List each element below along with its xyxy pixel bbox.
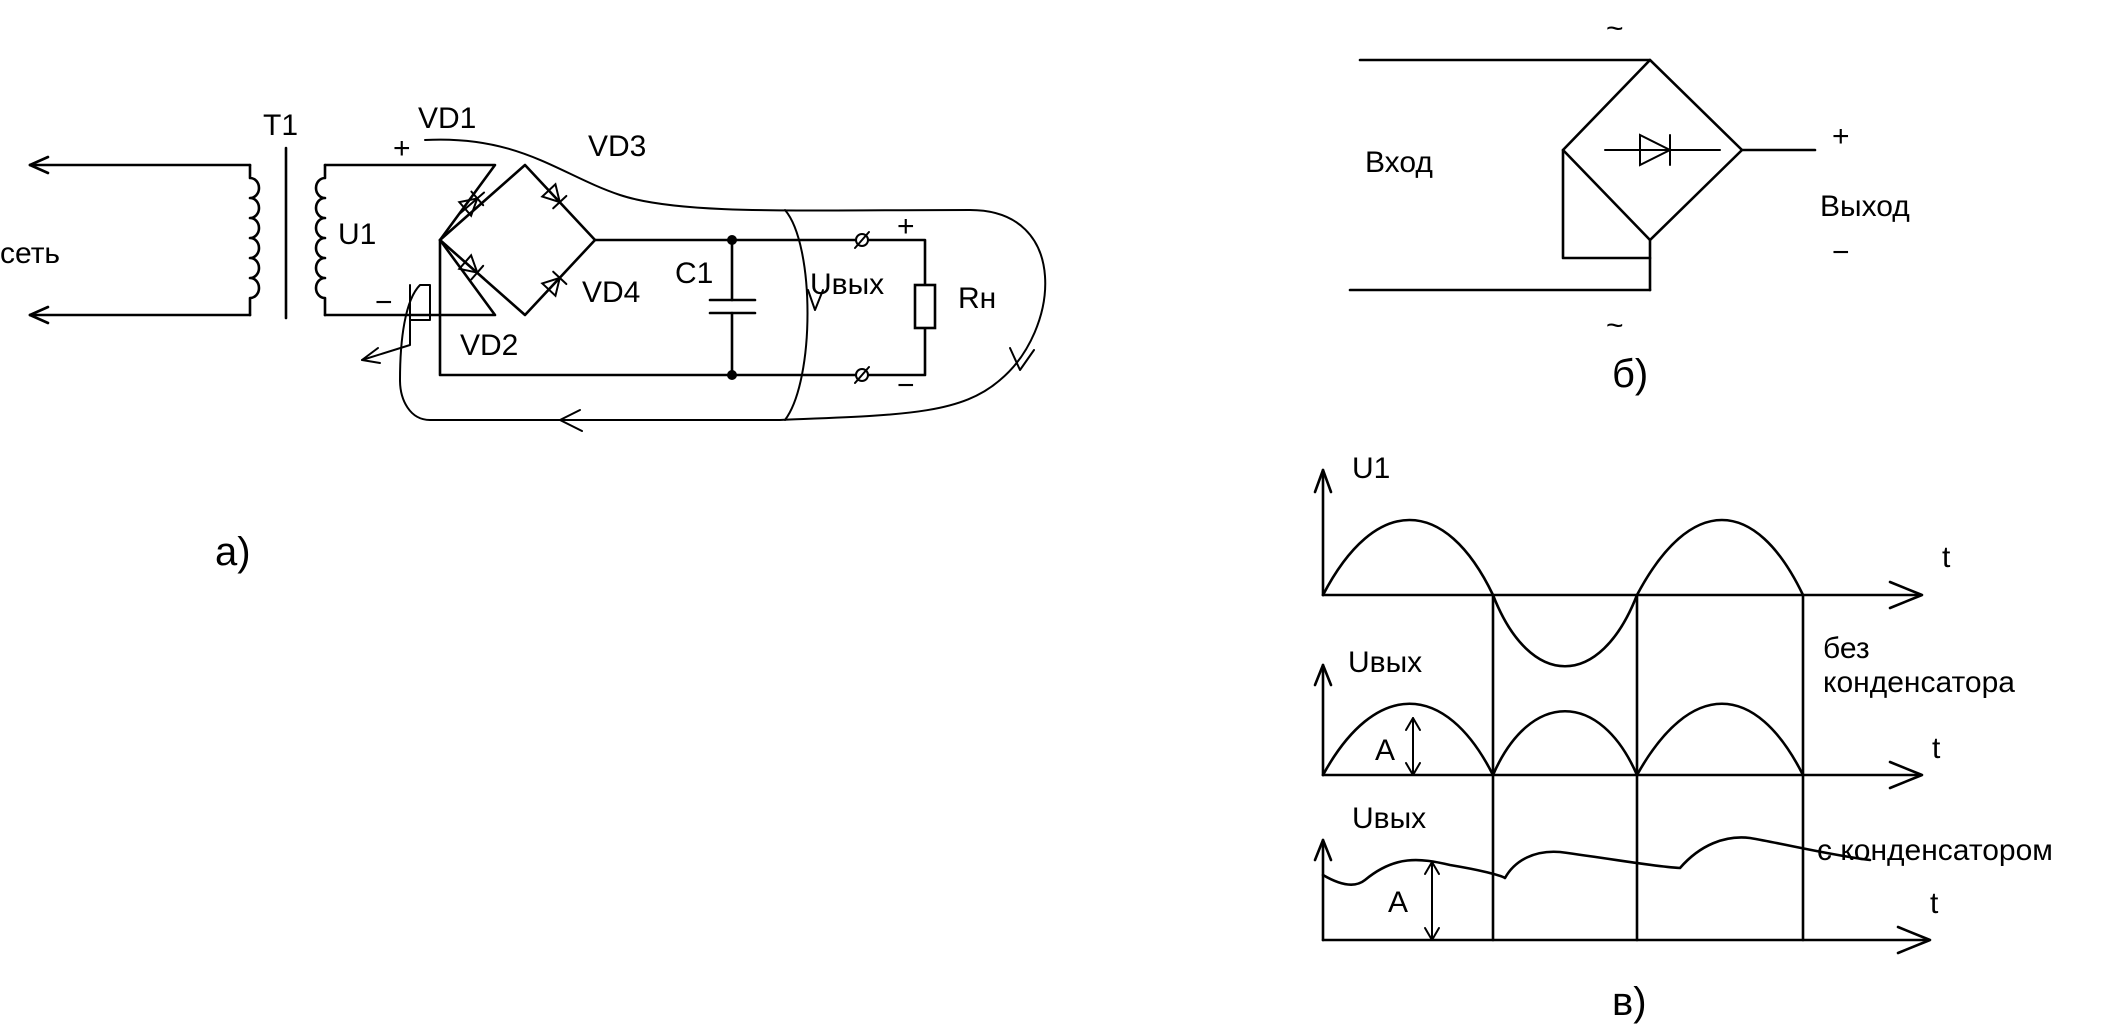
output-terminals — [854, 231, 870, 384]
amplitude-arrow-2 — [1424, 861, 1440, 941]
transformer-label: T1 — [263, 109, 298, 142]
output-label: Выход — [1820, 190, 1910, 223]
secondary-label: U1 — [338, 218, 376, 251]
amplitude-label-1: A — [1375, 734, 1395, 767]
vd4-label: VD4 — [582, 276, 640, 309]
minus-label: − — [1832, 236, 1850, 269]
load-resistor — [913, 283, 937, 330]
bridge-diode-symbol — [1604, 133, 1721, 167]
caption-a: а) — [215, 530, 251, 574]
no-capacitor-label-line1: без — [1823, 632, 1870, 665]
axis-uout-1 — [1313, 663, 1924, 790]
time-grid — [1491, 593, 1805, 942]
schematic-a: сеть T1 U1 + − VD1 VD3 VD4 VD2 C1 Uвых R… — [0, 102, 1047, 574]
plus-sign: + — [393, 132, 411, 165]
plus-label: + — [1832, 120, 1850, 153]
waveform-u1 — [1321, 518, 1805, 668]
ac-top-label: ~ — [1606, 12, 1624, 45]
uout-label: Uвых — [810, 268, 884, 301]
out-plus-sign: + — [897, 210, 915, 243]
amplitude-arrow-1 — [1405, 717, 1421, 776]
uout-label-1: Uвых — [1348, 646, 1422, 679]
axis-u1 — [1313, 468, 1924, 610]
no-capacitor-label-line2: конденсатора — [1823, 666, 2015, 699]
diode-bridge — [438, 163, 597, 317]
mains-wires — [28, 155, 252, 325]
output-top-rail — [593, 238, 927, 287]
t-label-2: t — [1932, 732, 1941, 765]
primary-winding — [248, 163, 261, 317]
capacitor-label: C1 — [675, 257, 713, 290]
output-bottom-rail — [438, 238, 927, 377]
with-capacitor-label: с конденсатором — [1817, 834, 2053, 867]
t-label-3: t — [1930, 887, 1939, 920]
t-label-1: t — [1942, 541, 1951, 574]
caption-b: б) — [1612, 352, 1648, 396]
secondary-bottom-wire — [323, 238, 497, 317]
waveforms-c: U1 t Uвых без конденсатора A t Uвых с ко… — [1313, 452, 2053, 1024]
load-label: Rн — [958, 282, 996, 315]
vd3-label: VD3 — [588, 130, 646, 163]
u1-axis-label: U1 — [1352, 452, 1390, 485]
input-label: Вход — [1365, 146, 1433, 179]
minus-sign: − — [375, 286, 393, 319]
mains-label: сеть — [0, 237, 60, 270]
waveform-no-capacitor — [1321, 702, 1805, 777]
ac-bottom-label: ~ — [1606, 309, 1624, 342]
vd1-label: VD1 — [418, 102, 476, 135]
caption-c: в) — [1612, 980, 1647, 1024]
waveform-with-capacitor — [1321, 836, 1872, 886]
capacitor-c1 — [708, 235, 757, 380]
axis-uout-2 — [1313, 838, 1932, 955]
vd2-label: VD2 — [460, 329, 518, 362]
secondary-winding — [314, 163, 327, 317]
uout-label-2: Uвых — [1352, 802, 1426, 835]
out-minus-sign: − — [897, 369, 915, 402]
amplitude-label-2: A — [1388, 886, 1408, 919]
current-path — [361, 138, 1047, 432]
schematic-b: ~ ~ Вход Выход + − б) — [1348, 12, 1910, 396]
secondary-top-wire — [323, 163, 497, 242]
